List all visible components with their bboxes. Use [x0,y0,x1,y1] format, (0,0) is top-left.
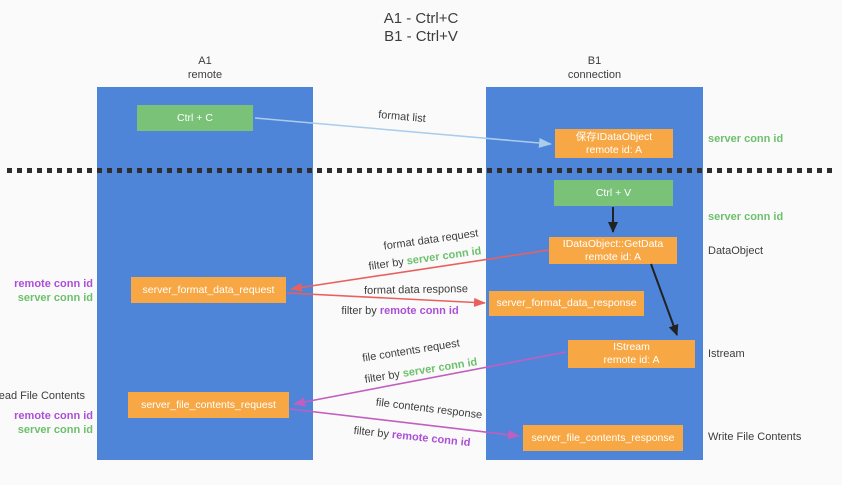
label-server-conn-id-left-1: server conn id [17,292,93,304]
label-dataobject: DataObject [708,245,764,257]
label-read-file-contents: Read File Contents [0,390,85,402]
node-idataobject-getdata: IDataObject::GetData remote id: A [549,237,677,264]
filter-highlight-remote-conn-id: remote conn id [379,305,459,317]
node-istream-line2: remote id: A [603,354,660,366]
filter-highlight-server-conn-id: server conn id [401,356,479,380]
label-server-conn-id-mid-right: server conn id [708,211,784,223]
node-istream-line1: IStream [613,341,650,353]
diagram-title: A1 - Ctrl+C B1 - Ctrl+V [0,10,842,46]
node-save-idataobject-line1: 保存IDataObject [575,130,653,143]
lane-header-a1: A1 remote [97,54,313,82]
label-file-contents-response: file contents response [375,396,483,422]
node-ctrl-c-label: Ctrl + C [177,111,213,124]
label-format-list: format list [377,108,427,126]
node-file-response-label: server_file_contents_response [531,431,675,444]
node-file-request-label: server_file_contents_request [141,398,276,411]
label-filter-by-remote-conn-id-1: filter by remote conn id [341,305,458,317]
label-remote-conn-id-left-2: remote conn id [14,410,93,422]
lane-header-b1: B1 connection [486,54,703,82]
filter-prefix: filter by [353,424,393,441]
node-server-file-contents-request: server_file_contents_request [128,392,289,418]
label-server-conn-id-left-2: server conn id [17,424,93,436]
lane-b1-name: B1 [587,55,602,67]
node-ctrl-v: Ctrl + V [554,180,673,206]
label-format-data-response: format data response [363,283,469,297]
label-filter-by-remote-conn-id-2: filter by remote conn id [353,425,471,449]
lane-a1-name: A1 [198,55,212,67]
node-format-response-label: server_format_data_response [496,297,637,309]
filter-highlight-server-conn-id: server conn id [405,245,483,268]
divider-dotted-line [7,168,835,173]
label-istream: Istream [708,348,745,360]
label-server-conn-id-top-right: server conn id [708,133,784,145]
node-istream: IStream remote id: A [568,340,695,368]
node-ctrl-v-label: Ctrl + V [595,186,632,199]
node-format-request-label: server_format_data_request [142,283,275,296]
filter-prefix: filter by [341,305,380,317]
filter-highlight-remote-conn-id: remote conn id [391,428,471,450]
node-server-format-data-request: server_format_data_request [131,277,286,303]
node-ctrl-c: Ctrl + C [137,105,253,131]
title-line-1: A1 - Ctrl+C [383,10,459,27]
node-save-idataobject: 保存IDataObject remote id: A [555,129,673,158]
node-server-file-contents-response: server_file_contents_response [523,425,683,451]
node-getdata-line1: IDataObject::GetData [562,237,664,250]
lane-b1-subtitle: connection [567,69,622,81]
label-write-file-contents: Write File Contents [708,431,802,443]
filter-prefix: filter by [363,367,404,386]
node-save-idataobject-line2: remote id: A [585,143,643,156]
node-server-format-data-response: server_format_data_response [489,291,644,316]
filter-prefix: filter by [367,255,408,273]
lane-a1-subtitle: remote [187,69,223,81]
node-getdata-line2: remote id: A [584,250,642,263]
title-line-2: B1 - Ctrl+V [384,28,458,45]
label-remote-conn-id-left-1: remote conn id [14,278,93,290]
